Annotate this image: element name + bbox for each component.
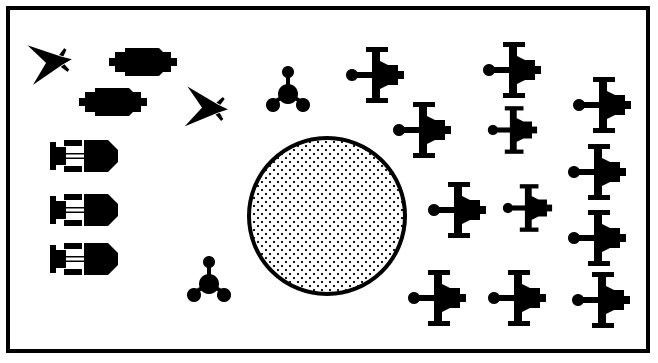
raider-ship[interactable]: [488, 270, 546, 326]
tri-orb-station[interactable]: [187, 256, 231, 302]
raider-ship[interactable]: [346, 47, 404, 103]
raider-ship[interactable]: [483, 42, 541, 98]
domed-pod-ship[interactable]: [50, 140, 118, 172]
domed-pod-ship[interactable]: [50, 243, 118, 275]
raider-ship[interactable]: [408, 270, 466, 326]
raider-ship[interactable]: [573, 77, 631, 133]
raider-ship[interactable]: [568, 144, 626, 200]
capsule-transport[interactable]: [109, 48, 177, 76]
raider-ship[interactable]: [572, 272, 630, 328]
planet[interactable]: [249, 138, 405, 294]
capsule-transport[interactable]: [79, 88, 147, 116]
raider-ship[interactable]: [503, 184, 552, 232]
chevron-fighter[interactable]: [185, 87, 230, 130]
raider-ship[interactable]: [428, 182, 486, 238]
tri-orb-station[interactable]: [266, 66, 310, 112]
chevron-fighter[interactable]: [27, 39, 74, 84]
raider-ship[interactable]: [393, 102, 451, 158]
raider-ship[interactable]: [488, 106, 537, 154]
domed-pod-ship[interactable]: [50, 194, 118, 226]
raider-ship[interactable]: [568, 210, 626, 266]
